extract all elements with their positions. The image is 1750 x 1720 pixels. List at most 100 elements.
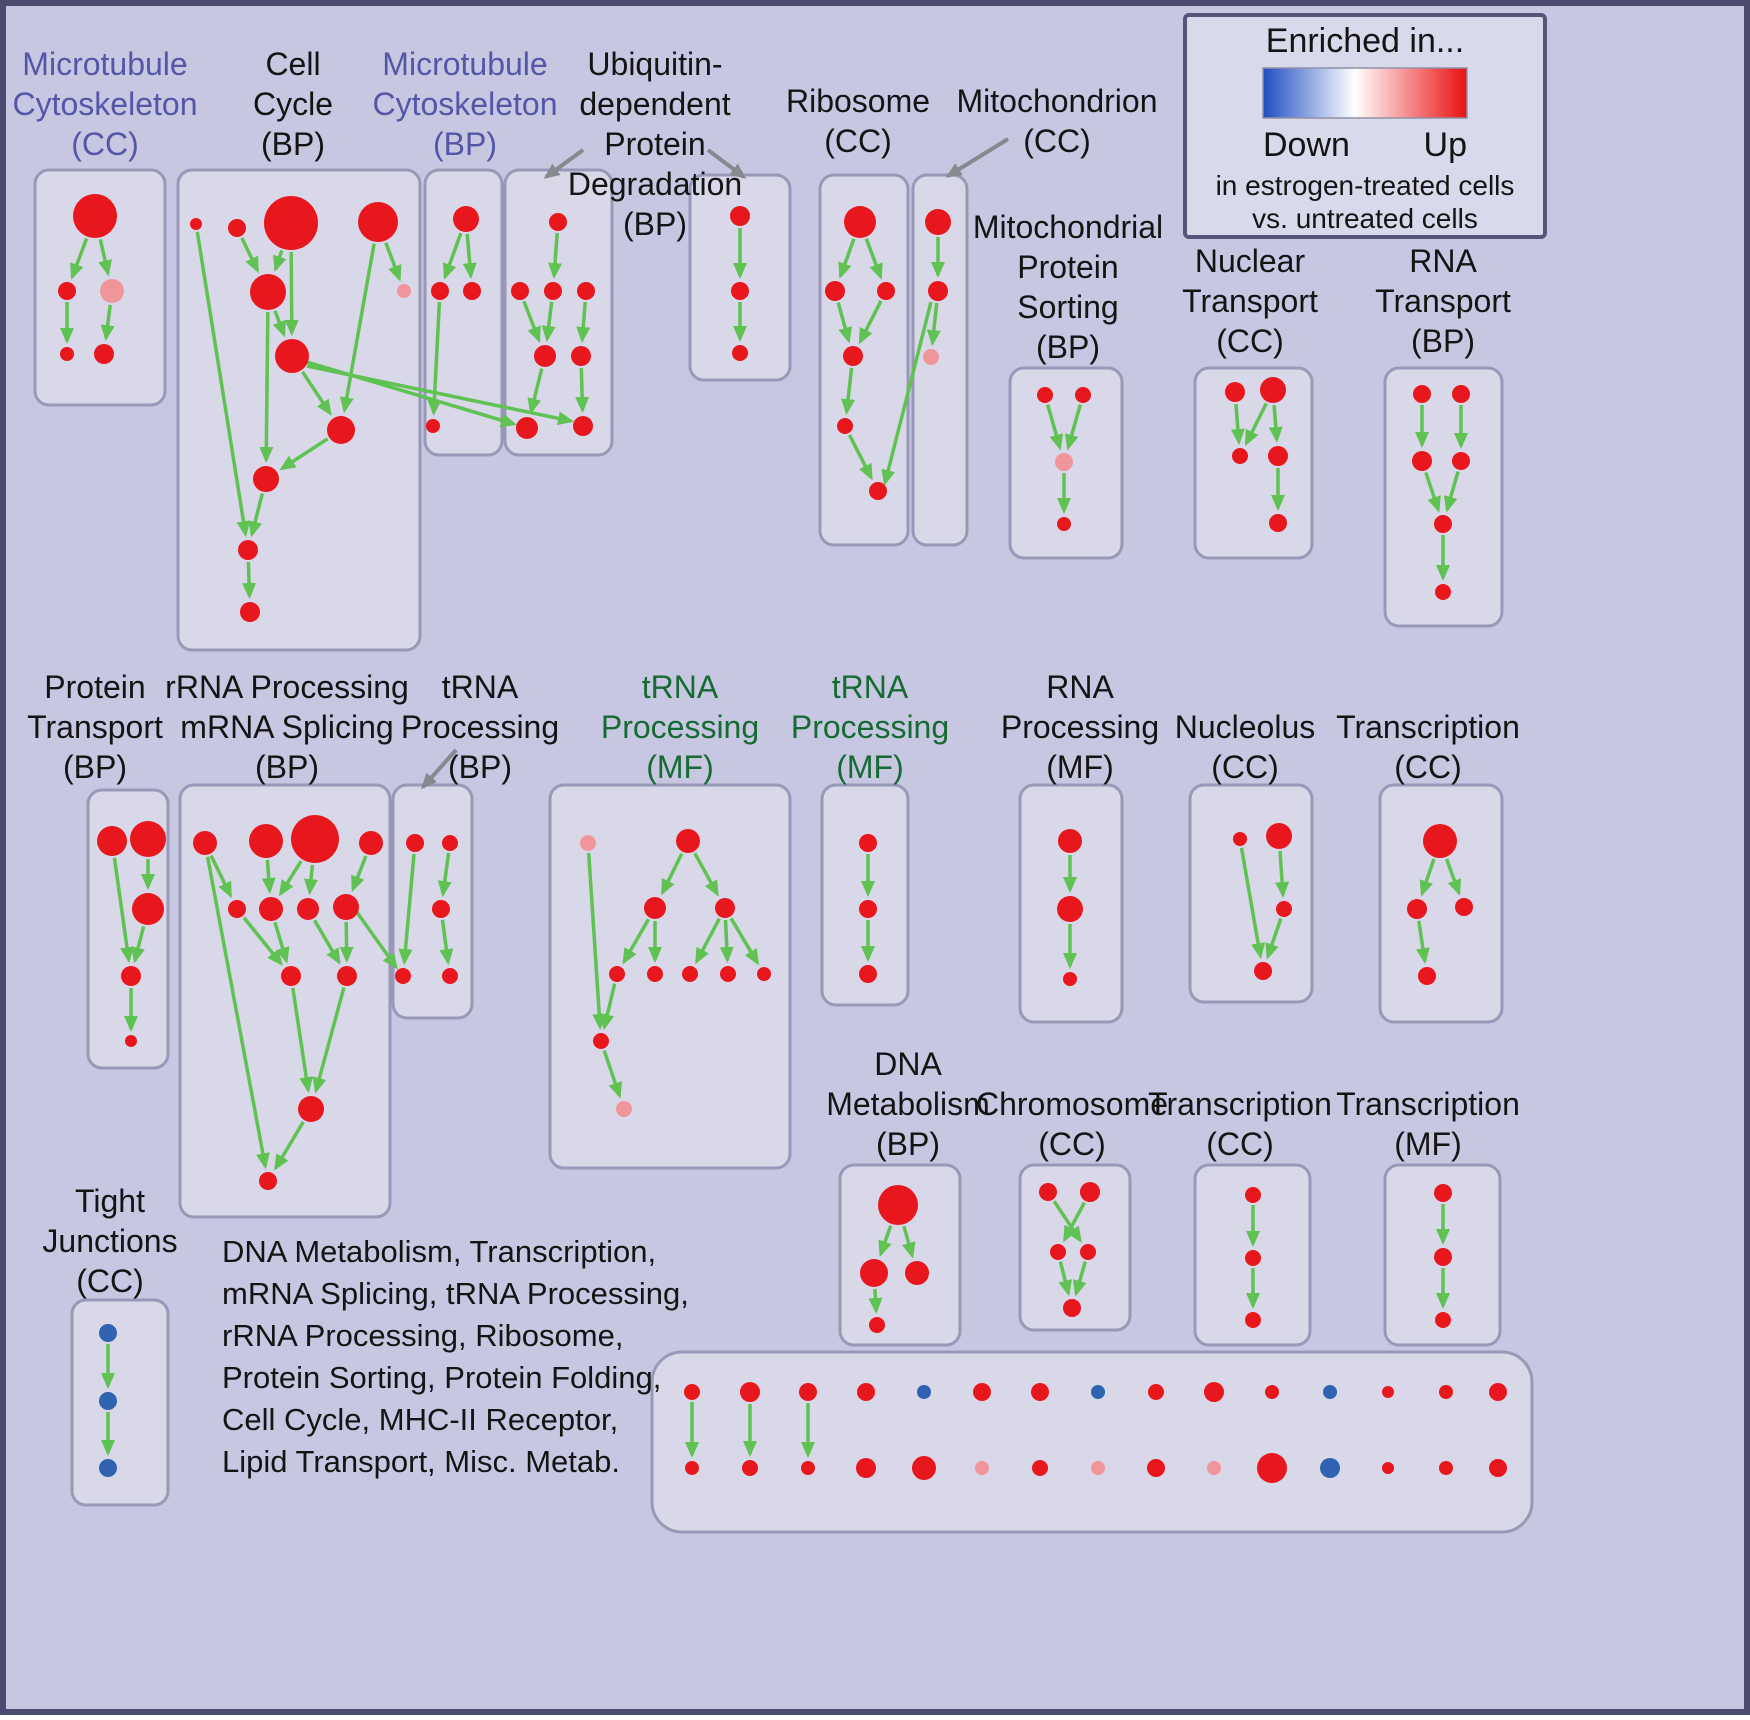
go-node-transcription-mf <box>1434 1184 1452 1202</box>
edge-arrow <box>442 232 463 280</box>
go-node-transcription-mf <box>1434 1248 1452 1266</box>
edge-arrow <box>847 434 873 481</box>
edge-arrow <box>291 987 314 1094</box>
edge-arrow <box>693 852 719 897</box>
edge-arrow <box>301 370 332 416</box>
go-node-trna-processing-mf-large <box>644 897 666 919</box>
edge-arrow <box>1239 847 1266 960</box>
edge-arrow <box>868 1288 883 1314</box>
go-node-microtubule-bp <box>431 282 449 300</box>
go-node-trna-processing-bp <box>406 834 424 852</box>
go-node-mixed-bottom <box>912 1456 936 1480</box>
edge-arrow <box>576 301 591 343</box>
edge-arrow <box>195 231 251 538</box>
go-node-rrna-processing-mrna-splicing-bp <box>281 966 301 986</box>
go-node-mixed-bottom <box>742 1460 758 1476</box>
go-node-mitochondrial-protein-sorting-bp <box>1037 387 1053 403</box>
go-node-nuclear-transport-cc <box>1225 382 1245 402</box>
go-node-trna-processing-bp <box>442 968 458 984</box>
go-node-mixed-bottom <box>684 1384 700 1400</box>
edge-arrow <box>841 367 856 416</box>
go-node-ribosome-cc <box>869 482 887 500</box>
go-node-rna-processing-mf <box>1063 972 1077 986</box>
go-node-trna-processing-mf-large <box>720 966 736 982</box>
go-node-cell-cycle-bp <box>238 540 258 560</box>
edge-arrow <box>1443 471 1460 513</box>
go-node-mixed-bottom <box>1091 1385 1105 1399</box>
edge-arrow <box>398 853 416 966</box>
go-node-rrna-processing-mrna-splicing-bp <box>259 897 283 921</box>
edge-arrow <box>1063 1201 1086 1243</box>
label-pointer-arrow <box>543 148 585 179</box>
edge-arrow <box>242 916 283 966</box>
edge-arrow <box>1275 850 1290 898</box>
legend-subtitle-line1: in estrogen-treated cells <box>1216 170 1515 201</box>
edge-arrow <box>384 241 402 282</box>
go-node-rna-processing-mf <box>1057 896 1083 922</box>
go-node-rrna-processing-mrna-splicing-bp <box>359 831 383 855</box>
edge-arrow <box>600 983 617 1031</box>
misc-line-3: rRNA Processing, Ribosome, <box>222 1318 623 1353</box>
label-pointer-arrow <box>706 148 747 179</box>
go-node-mixed-bottom <box>1320 1458 1340 1478</box>
go-node-protein-transport-bp <box>132 893 164 925</box>
edge-arrow <box>439 919 454 966</box>
go-node-microtubule-cc <box>73 194 117 238</box>
go-node-mitochondrion-cc <box>928 281 948 301</box>
edge-arrow <box>1444 858 1462 896</box>
go-node-cell-cycle-bp <box>240 602 260 622</box>
go-node-cell-cycle-bp <box>327 416 355 444</box>
go-node-ubiquitin-degradation-bp-1 <box>511 282 529 300</box>
cluster-box-chromosome-cc <box>1018 1163 1132 1332</box>
go-node-rna-transport-bp <box>1412 451 1432 471</box>
go-node-trna-processing-mf-large <box>757 967 771 981</box>
cross-cluster-edge <box>881 301 933 486</box>
go-node-mixed-bottom <box>1489 1459 1507 1477</box>
go-node-ribosome-cc <box>837 418 853 434</box>
edge-arrow <box>1230 403 1245 445</box>
go-node-tight-junctions-cc <box>99 1392 117 1410</box>
edge-arrow <box>100 304 115 342</box>
go-node-transcription-mf <box>1435 1312 1451 1328</box>
edge-arrow <box>1046 404 1064 451</box>
go-node-microtubule-cc <box>58 282 76 300</box>
edge-arrow <box>695 917 721 965</box>
edge-arrow <box>878 1225 893 1257</box>
go-node-mixed-bottom <box>1489 1383 1507 1401</box>
go-node-rrna-processing-mrna-splicing-bp <box>193 831 217 855</box>
go-node-transcription-cc-upper <box>1423 824 1457 858</box>
edge-arrow <box>586 852 607 1030</box>
misc-cluster-list: DNA Metabolism, Transcription, mRNA Spli… <box>222 1234 689 1479</box>
edge-arrow <box>527 368 544 415</box>
edge-arrow <box>274 1121 305 1171</box>
go-node-cell-cycle-bp <box>397 284 411 298</box>
cluster-label-transcription-cc-upper: Transcription(CC) <box>1336 709 1520 785</box>
label-pointer-arrow <box>421 748 458 790</box>
legend-subtitle-line2: vs. untreated cells <box>1252 203 1478 234</box>
edge-arrow <box>660 852 684 896</box>
misc-line-5: Cell Cycle, MHC-II Receptor, <box>222 1402 618 1437</box>
edge-arrow <box>622 918 651 965</box>
go-node-mitochondrial-protein-sorting-bp <box>1075 387 1091 403</box>
edge-arrow <box>131 925 146 964</box>
go-node-ubiquitin-degradation-bp-1 <box>534 345 556 367</box>
go-node-mitochondrial-protein-sorting-bp <box>1057 517 1071 531</box>
go-node-mixed-bottom <box>1031 1383 1049 1401</box>
go-node-mixed-bottom <box>685 1461 699 1475</box>
legend-up-label: Up <box>1424 126 1467 164</box>
go-node-microtubule-cc <box>100 279 124 303</box>
go-node-mixed-bottom <box>973 1383 991 1401</box>
misc-line-6: Lipid Transport, Misc. Metab. <box>222 1444 620 1479</box>
go-node-ribosome-cc <box>843 346 863 366</box>
go-node-mixed-bottom <box>1207 1461 1221 1475</box>
go-node-rna-transport-bp <box>1413 385 1431 403</box>
go-node-ubiquitin-degradation-bp-2 <box>731 282 749 300</box>
